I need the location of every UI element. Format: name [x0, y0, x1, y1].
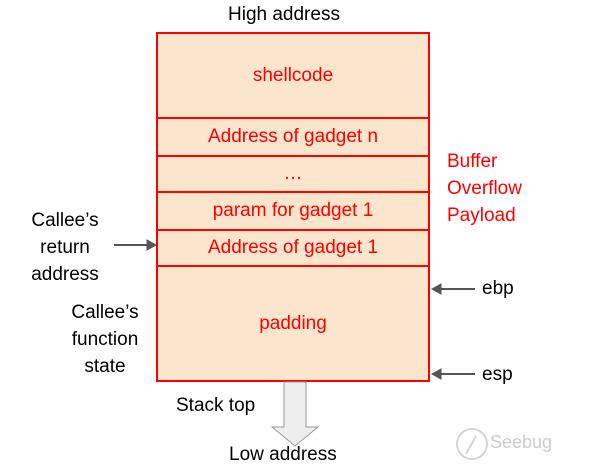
label-line: state — [84, 356, 126, 377]
stack-top-label: Stack top — [176, 395, 256, 416]
label-line: address — [31, 264, 99, 285]
gadget-n-address-cell: Address of gadget n — [156, 117, 430, 157]
esp-label: esp — [482, 364, 513, 385]
high-address-label: High address — [228, 4, 340, 25]
ebp-arrow — [430, 283, 475, 295]
buffer-overflow-payload-label: Buffer Overflow Payload — [447, 148, 522, 229]
stack-growth-down-arrow — [270, 381, 320, 447]
low-address-label: Low address — [229, 444, 337, 465]
label-line: function — [71, 329, 139, 350]
payload-line: Payload — [447, 205, 516, 226]
label-line: return — [40, 237, 90, 258]
padding-cell: padding — [156, 265, 430, 382]
payload-line: Overflow — [447, 178, 522, 199]
seebug-logo-icon — [456, 428, 488, 460]
label-line: Callee’s — [31, 210, 99, 231]
payload-line: Buffer — [447, 151, 498, 172]
seebug-watermark: Seebug — [490, 432, 553, 452]
ebp-label: ebp — [482, 278, 514, 299]
esp-arrow — [430, 368, 475, 380]
callee-return-address-label: Callee’s return address — [20, 207, 110, 288]
callee-function-state-label: Callee’s function state — [60, 299, 150, 380]
label-line: Callee’s — [71, 302, 139, 323]
return-address-arrow — [114, 239, 158, 251]
gadget-1-param-cell: param for gadget 1 — [156, 191, 430, 231]
